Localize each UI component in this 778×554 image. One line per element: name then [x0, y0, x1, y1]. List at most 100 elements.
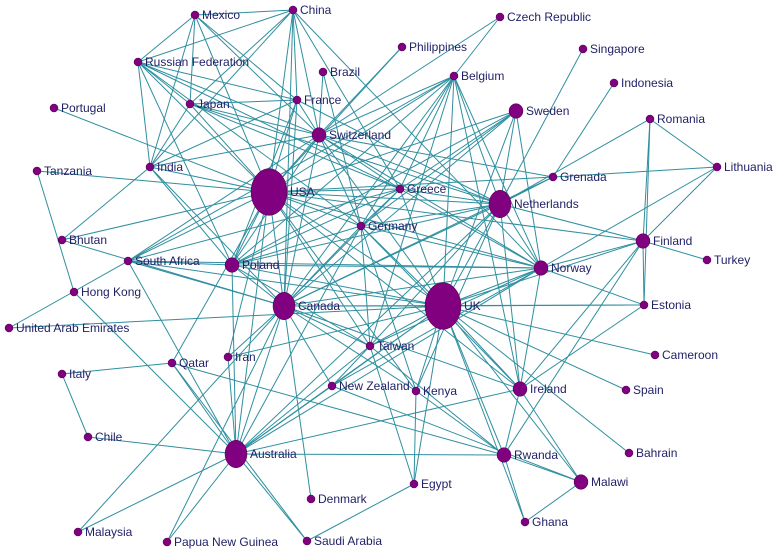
edge-Canada-Australia — [235, 305, 285, 455]
node-India[interactable] — [145, 162, 155, 172]
node-Malaysia[interactable] — [73, 527, 83, 537]
edge-Russia-France — [137, 61, 298, 101]
node-Qatar[interactable] — [167, 358, 177, 368]
node-Australia[interactable] — [224, 440, 248, 468]
edge-Ireland-Australia — [235, 388, 521, 455]
node-Egypt[interactable] — [409, 479, 419, 489]
edge-Finland-Turkey — [642, 240, 708, 261]
edge-Egypt-SaudiArabia — [306, 483, 415, 542]
edge-Romania-Finland — [642, 118, 651, 242]
node-Bhutan[interactable] — [57, 235, 67, 245]
node-Sweden[interactable] — [508, 103, 524, 119]
node-Rwanda[interactable] — [496, 447, 512, 463]
node-Greece[interactable] — [395, 184, 405, 194]
label-Brazil: Brazil — [330, 65, 360, 79]
node-Turkey[interactable] — [702, 255, 712, 265]
node-Finland[interactable] — [635, 233, 651, 249]
node-Italy[interactable] — [57, 369, 67, 379]
node-Grenada[interactable] — [548, 172, 558, 182]
edge-Taiwan-NewZealand — [331, 345, 371, 387]
node-NewZealand[interactable] — [327, 381, 337, 391]
node-HongKong[interactable] — [69, 287, 79, 297]
node-Taiwan[interactable] — [365, 341, 375, 351]
node-PapuaNewGuinea[interactable] — [162, 537, 172, 547]
node-UK[interactable] — [424, 282, 462, 330]
node-CzechRepublic[interactable] — [495, 12, 505, 22]
node-Japan[interactable] — [185, 99, 195, 109]
edge-Qatar-Australia — [171, 362, 237, 455]
edge-Japan-France — [189, 99, 298, 105]
label-Romania: Romania — [657, 112, 705, 126]
edge-Belgium-Poland — [231, 75, 455, 266]
node-Bahrain[interactable] — [624, 448, 634, 458]
edge-Mexico-Switzerland — [194, 14, 320, 136]
node-Norway[interactable] — [533, 260, 549, 276]
label-SaudiArabia: Saudi Arabia — [314, 534, 382, 548]
label-Ireland: Ireland — [530, 382, 567, 396]
label-Norway: Norway — [551, 261, 592, 275]
node-Canada[interactable] — [272, 292, 296, 320]
nodes-layer — [4, 5, 722, 547]
node-Portugal[interactable] — [49, 103, 59, 113]
edge-UK-Ghana — [442, 305, 526, 523]
node-Mexico[interactable] — [190, 10, 200, 20]
node-USA[interactable] — [250, 168, 288, 216]
node-Lithuania[interactable] — [712, 162, 722, 172]
label-Germany: Germany — [368, 219, 417, 233]
label-USA: USA — [290, 185, 315, 199]
edge-USA-Norway — [268, 191, 542, 269]
label-Portugal: Portugal — [61, 101, 106, 115]
node-Ireland[interactable] — [512, 381, 528, 397]
label-Russia: Russian Federation — [145, 55, 249, 69]
edge-Belgium-SouthAfrica — [127, 75, 455, 262]
node-Romania[interactable] — [645, 114, 655, 124]
node-Malawi[interactable] — [573, 474, 589, 490]
node-Poland[interactable] — [224, 257, 240, 273]
node-Denmark[interactable] — [306, 494, 316, 504]
edge-Canada-Iran — [227, 305, 285, 358]
node-Brazil[interactable] — [318, 67, 328, 77]
edge-France-Canada — [283, 99, 298, 307]
node-Tanzania[interactable] — [32, 166, 42, 176]
edge-Switzerland-Germany — [318, 134, 362, 227]
node-Indonesia[interactable] — [609, 78, 619, 88]
node-Russia[interactable] — [133, 57, 143, 67]
edge-SouthAfrica-Canada — [127, 260, 285, 307]
node-Belgium[interactable] — [449, 71, 459, 81]
node-Cameroon[interactable] — [650, 350, 660, 360]
edge-CzechRepublic-Belgium — [453, 16, 501, 77]
node-Iran[interactable] — [223, 352, 233, 362]
edge-Kenya-Egypt — [413, 390, 417, 485]
edge-Norway-Ireland — [519, 267, 542, 390]
node-UAE[interactable] — [4, 323, 14, 333]
edge-Switzerland-Grenada — [318, 134, 554, 178]
node-SouthAfrica[interactable] — [123, 256, 133, 266]
label-Bahrain: Bahrain — [636, 446, 677, 460]
node-Ghana[interactable] — [520, 517, 530, 527]
edge-SouthAfrica-Australia — [127, 260, 237, 455]
node-Kenya[interactable] — [411, 386, 421, 396]
node-China[interactable] — [288, 5, 298, 15]
node-Germany[interactable] — [356, 221, 366, 231]
label-PapuaNewGuinea: Papua New Guinea — [174, 535, 278, 549]
node-Estonia[interactable] — [639, 300, 649, 310]
edge-Greece-Netherlands — [399, 188, 501, 205]
edge-Romania-Estonia — [643, 118, 651, 306]
edge-Netherlands-Finland — [499, 203, 644, 242]
edge-Ireland-Malawi — [519, 388, 582, 483]
node-Spain[interactable] — [621, 385, 631, 395]
node-Netherlands[interactable] — [488, 190, 512, 218]
node-France[interactable] — [292, 95, 302, 105]
edge-Netherlands-Taiwan — [369, 203, 501, 347]
edge-India-USA — [149, 166, 270, 193]
edge-Poland-UK — [231, 264, 444, 307]
node-Singapore[interactable] — [578, 44, 588, 54]
node-Chile[interactable] — [83, 432, 93, 442]
node-SaudiArabia[interactable] — [302, 536, 312, 546]
label-Poland: Poland — [242, 258, 279, 272]
node-Switzerland[interactable] — [311, 127, 327, 143]
edge-Netherlands-Germany — [360, 203, 501, 227]
node-Philippines[interactable] — [397, 42, 407, 52]
label-Belgium: Belgium — [461, 69, 504, 83]
